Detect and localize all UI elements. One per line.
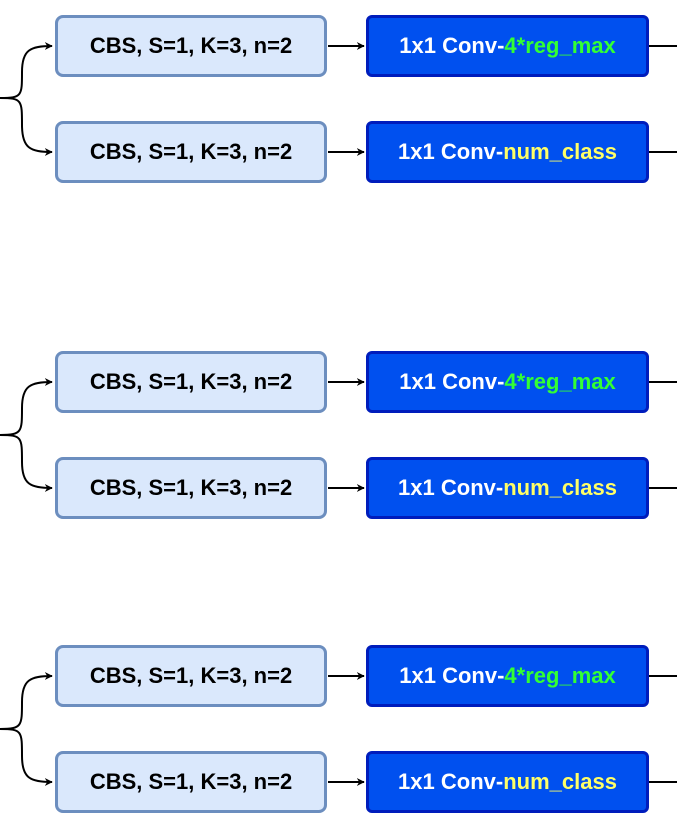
conv-prefix: 1x1 Conv-: [399, 33, 505, 58]
split-connector: [0, 42, 53, 99]
cbs-label: CBS, S=1, K=3, n=2: [89, 663, 293, 688]
conv-block-classification[interactable]: 1x1 Conv-num_class: [366, 751, 649, 813]
cbs-label: CBS, S=1, K=3, n=2: [89, 33, 293, 58]
cbs-label: CBS, S=1, K=3, n=2: [89, 369, 293, 394]
split-connector: [0, 378, 53, 436]
conv-prefix: 1x1 Conv-: [399, 369, 505, 394]
cbs-label: CBS, S=1, K=3, n=2: [89, 769, 293, 794]
cbs-block[interactable]: CBS, S=1, K=3, n=2: [55, 457, 327, 519]
cbs-block[interactable]: CBS, S=1, K=3, n=2: [55, 351, 327, 413]
conv-suffix: 4*reg_max: [504, 369, 616, 394]
split-connector: [0, 97, 53, 156]
conv-suffix: num_class: [503, 475, 617, 500]
conv-suffix: num_class: [503, 139, 617, 164]
conv-prefix: 1x1 Conv-: [398, 769, 504, 794]
conv-prefix: 1x1 Conv-: [399, 663, 505, 688]
conv-block-regression[interactable]: 1x1 Conv-4*reg_max: [366, 15, 649, 77]
cbs-block[interactable]: CBS, S=1, K=3, n=2: [55, 645, 327, 707]
conv-block-regression[interactable]: 1x1 Conv-4*reg_max: [366, 645, 649, 707]
conv-suffix: 4*reg_max: [504, 33, 616, 58]
conv-suffix: 4*reg_max: [504, 663, 616, 688]
conv-block-classification[interactable]: 1x1 Conv-num_class: [366, 457, 649, 519]
cbs-block[interactable]: CBS, S=1, K=3, n=2: [55, 751, 327, 813]
conv-block-regression[interactable]: 1x1 Conv-4*reg_max: [366, 351, 649, 413]
cbs-block[interactable]: CBS, S=1, K=3, n=2: [55, 15, 327, 77]
split-connector: [0, 434, 53, 492]
split-connector: [0, 672, 53, 730]
cbs-label: CBS, S=1, K=3, n=2: [89, 139, 293, 164]
conv-prefix: 1x1 Conv-: [398, 139, 504, 164]
cbs-block[interactable]: CBS, S=1, K=3, n=2: [55, 121, 327, 183]
conv-block-classification[interactable]: 1x1 Conv-num_class: [366, 121, 649, 183]
cbs-label: CBS, S=1, K=3, n=2: [89, 475, 293, 500]
conv-suffix: num_class: [503, 769, 617, 794]
split-connector: [0, 728, 53, 786]
conv-prefix: 1x1 Conv-: [398, 475, 504, 500]
